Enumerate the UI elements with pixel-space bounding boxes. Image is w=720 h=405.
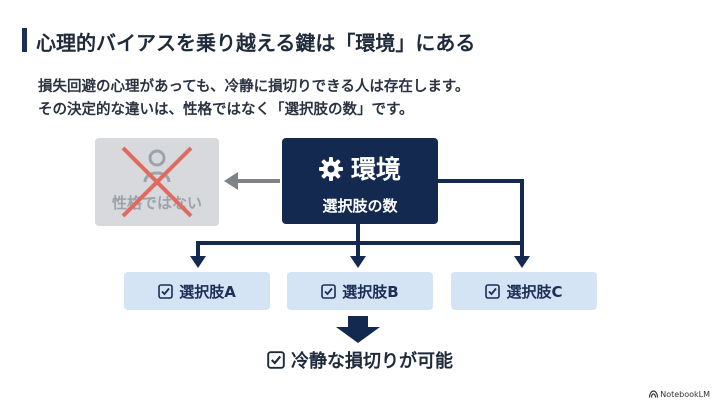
environment-subtitle: 選択肢の数 (322, 197, 398, 215)
subtitle-line-2: その決定的な違いは、性格ではなく「選択肢の数」です。 (38, 102, 414, 118)
arrow-to-b-head (350, 256, 366, 268)
environment-box: 環境 選択肢の数 (282, 138, 438, 224)
arrow-to-c-head (514, 256, 530, 268)
option-c-box: 選択肢C (451, 272, 597, 310)
cross-icon (121, 146, 193, 218)
checkbox-icon (485, 283, 501, 299)
checkbox-icon (158, 283, 173, 299)
result-line: 冷静な損切りが可能 (0, 347, 720, 373)
title-accent-bar (22, 28, 27, 52)
notebooklm-watermark: NotebookLM (649, 390, 710, 399)
option-a-label: 選択肢A (179, 282, 236, 301)
not-personality-box: 性格ではない (95, 138, 219, 226)
result-arrow-head (336, 327, 380, 343)
notebooklm-logo-icon (649, 390, 659, 398)
result-label: 冷静な損切りが可能 (291, 351, 453, 372)
option-b-label: 選択肢B (342, 282, 399, 301)
environment-heading: 環境 (282, 150, 438, 186)
checkbox-icon (321, 283, 337, 299)
option-b-box: 選択肢B (287, 272, 433, 310)
watermark-text: NotebookLM (660, 390, 710, 399)
option-a-box: 選択肢A (124, 272, 270, 310)
arrow-to-a-head (190, 256, 206, 268)
not-personality-label: 性格ではない (111, 194, 202, 212)
result-arrow-shaft (348, 316, 368, 328)
option-c-label: 選択肢C (506, 282, 563, 301)
environment-title: 環境 (350, 155, 401, 184)
subtitle-line-1: 損失回避の心理があっても、冷静に損切りできる人は存在します。 (38, 79, 470, 95)
grey-arrow-head (224, 172, 238, 190)
gear-icon (318, 157, 343, 181)
checkbox-icon (267, 351, 285, 369)
person-icon (143, 149, 171, 183)
slide-title: 心理的バイアスを乗り越える鍵は「環境」にある (36, 31, 476, 55)
arrow-to-c-line (438, 179, 524, 258)
